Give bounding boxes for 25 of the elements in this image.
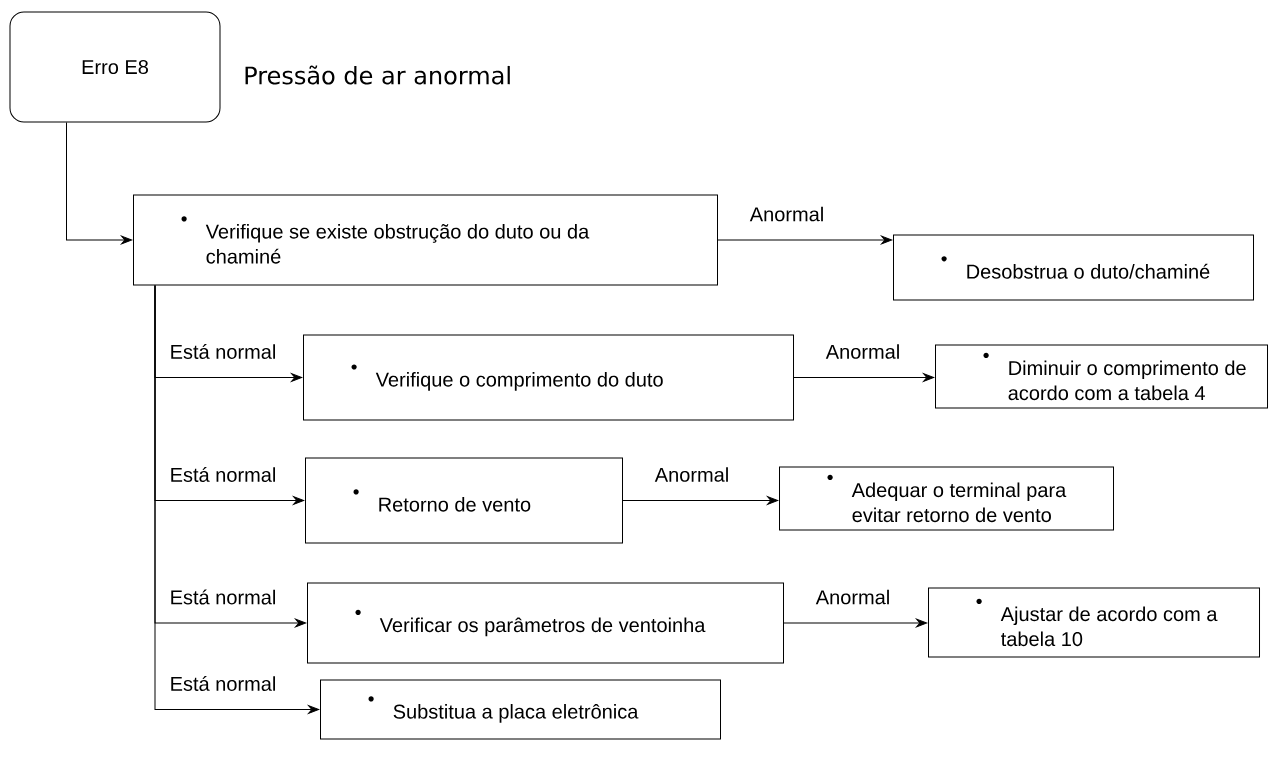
edge-label: Anormal — [748, 205, 826, 223]
process-box: Verifique o comprimento do duto — [303, 334, 794, 421]
process-box: Adequar o terminal para evitar retorno de vento — [779, 466, 1114, 531]
edge-label: Anormal — [653, 466, 731, 483]
edge-label: Está normal — [168, 466, 278, 483]
caption-text: Pressão de ar anormal — [245, 65, 510, 85]
process-box: Retorno de vento — [305, 457, 623, 544]
edge-label: Está normal — [168, 588, 278, 606]
process-box: Verifique se existe obstrução do duto ou da chaminé — [133, 194, 718, 286]
process-box: Substitua a placa eletrônica — [320, 679, 721, 740]
edge-label: Anormal — [824, 343, 902, 360]
arrow — [783, 618, 928, 628]
process-box: Desobstrua o duto/chaminé — [893, 234, 1254, 301]
arrow — [154, 285, 320, 714]
arrow — [717, 235, 893, 245]
edge-label: Está normal — [168, 675, 278, 692]
start-box: Erro E8 — [9, 11, 221, 123]
arrow — [66, 122, 133, 245]
process-box: Ajustar de acordo com a tabela 10 — [928, 587, 1260, 658]
edge-label: Está normal — [168, 343, 278, 360]
arrow — [622, 496, 779, 505]
arrow — [793, 373, 935, 382]
process-box: Verificar os parâmetros de ventoinha — [307, 582, 784, 664]
process-box: Diminuir o comprimento de acordo com a tabela 4 — [935, 344, 1268, 409]
edge-label: Anormal — [814, 588, 892, 606]
